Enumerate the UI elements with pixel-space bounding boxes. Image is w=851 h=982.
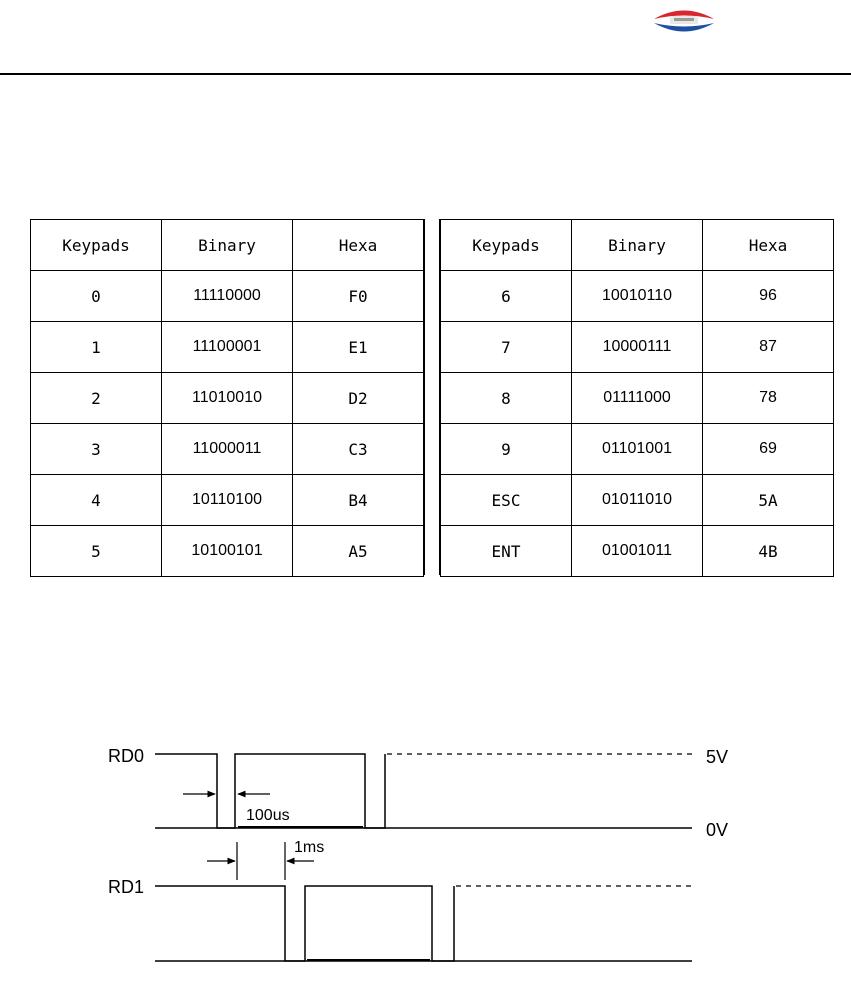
header-divider	[0, 73, 851, 75]
pulse-width-label: 100us	[246, 807, 290, 824]
hexa-cell: D2	[293, 373, 424, 424]
keypad-cell: 9	[441, 424, 572, 475]
table-row: 8 01111000 78	[441, 373, 834, 424]
keypad-cell: 2	[31, 373, 162, 424]
hexa-cell: 87	[703, 322, 834, 373]
header-keypads: Keypads	[441, 220, 572, 271]
table-row: 5 10100101 A5	[31, 526, 424, 577]
hexa-cell: E1	[293, 322, 424, 373]
keypad-cell: 4	[31, 475, 162, 526]
table-row: ESC 01011010 5A	[441, 475, 834, 526]
binary-cell: 11110000	[162, 271, 293, 322]
hexa-cell: F0	[293, 271, 424, 322]
low-level-label: 0V	[706, 820, 728, 840]
table-row: 1 11100001 E1	[31, 322, 424, 373]
table-row: 3 11000011 C3	[31, 424, 424, 475]
binary-cell: 10010110	[572, 271, 703, 322]
binary-cell: 11100001	[162, 322, 293, 373]
header-hexa: Hexa	[293, 220, 424, 271]
header-binary: Binary	[572, 220, 703, 271]
binary-cell: 10100101	[162, 526, 293, 577]
keypad-cell: ENT	[441, 526, 572, 577]
hexa-cell: A5	[293, 526, 424, 577]
table-row: 6 10010110 96	[441, 271, 834, 322]
table-row: 2 11010010 D2	[31, 373, 424, 424]
keypad-cell: 0	[31, 271, 162, 322]
binary-cell: 01001011	[572, 526, 703, 577]
hexa-cell: 5A	[703, 475, 834, 526]
binary-cell: 01111000	[572, 373, 703, 424]
hexa-cell: 96	[703, 271, 834, 322]
table-header-row: Keypads Binary Hexa	[31, 220, 424, 271]
rd1-waveform	[155, 886, 454, 961]
table-row: 4 10110100 B4	[31, 475, 424, 526]
hexa-cell: B4	[293, 475, 424, 526]
table-row: 9 01101001 69	[441, 424, 834, 475]
timing-diagram: RD0 5V 0V 100us 1ms RD1	[0, 720, 851, 982]
header-binary: Binary	[162, 220, 293, 271]
binary-cell: 01011010	[572, 475, 703, 526]
hexa-cell: 69	[703, 424, 834, 475]
hexa-cell: C3	[293, 424, 424, 475]
interval-label: 1ms	[294, 839, 324, 856]
high-level-label: 5V	[706, 747, 728, 767]
binary-cell: 10000111	[572, 322, 703, 373]
keypad-table-right: Keypads Binary Hexa 6 10010110 96 7 1000…	[440, 219, 834, 577]
keypad-cell: 6	[441, 271, 572, 322]
table-row: 7 10000111 87	[441, 322, 834, 373]
keypad-cell: 3	[31, 424, 162, 475]
keypad-cell: 1	[31, 322, 162, 373]
hexa-cell: 4B	[703, 526, 834, 577]
keypad-cell: 5	[31, 526, 162, 577]
table-gap	[424, 219, 440, 575]
binary-cell: 11000011	[162, 424, 293, 475]
rd1-label: RD1	[108, 877, 144, 897]
binary-cell: 10110100	[162, 475, 293, 526]
keypad-cell: 7	[441, 322, 572, 373]
header-hexa: Hexa	[703, 220, 834, 271]
binary-cell: 01101001	[572, 424, 703, 475]
keypad-cell: 8	[441, 373, 572, 424]
company-logo-icon	[650, 6, 718, 36]
table-header-row: Keypads Binary Hexa	[441, 220, 834, 271]
table-row: ENT 01001011 4B	[441, 526, 834, 577]
table-row: 0 11110000 F0	[31, 271, 424, 322]
keypad-table-left: Keypads Binary Hexa 0 11110000 F0 1 1110…	[30, 219, 424, 577]
header-keypads: Keypads	[31, 220, 162, 271]
rd0-label: RD0	[108, 746, 144, 766]
hexa-cell: 78	[703, 373, 834, 424]
binary-cell: 11010010	[162, 373, 293, 424]
keypad-cell: ESC	[441, 475, 572, 526]
